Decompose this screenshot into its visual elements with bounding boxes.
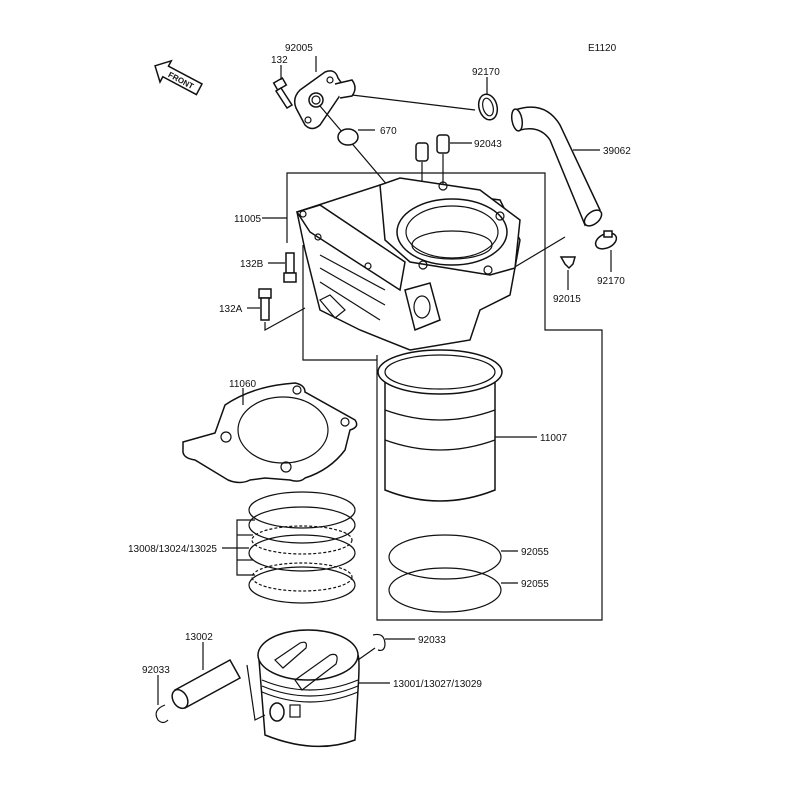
piston-pin-13002 — [171, 642, 266, 721]
callout-92033-left: 92033 — [142, 665, 170, 676]
circlip-92033-left — [155, 675, 169, 724]
callout-13001-13027-13029: 13001/13027/13029 — [393, 679, 482, 690]
callout-670: 670 — [380, 126, 397, 137]
callout-11060: 11060 — [229, 379, 257, 390]
callout-92055-a: 92055 — [521, 547, 549, 558]
callout-92043: 92043 — [474, 139, 502, 150]
cylinder-liner-11007 — [377, 349, 537, 502]
callout-13002: 13002 — [185, 632, 213, 643]
callout-39062: 39062 — [603, 146, 631, 157]
water-fitting-92005 — [293, 56, 476, 201]
callout-13008-13024-13025: 13008/13024/13025 — [128, 544, 217, 555]
callout-11007: 11007 — [540, 433, 568, 444]
cylinder-11005 — [295, 177, 521, 351]
callout-132: 132 — [271, 55, 288, 66]
bolt-132 — [272, 65, 294, 110]
diagram-code: E1120 — [588, 43, 617, 54]
hose-clamp-92170-right — [594, 230, 618, 272]
callout-92170-top: 92170 — [472, 67, 500, 78]
coolant-hose-39062 — [510, 106, 603, 227]
bolt-132a — [247, 288, 306, 332]
piston-rings-13008 — [222, 491, 356, 604]
hose-clamp-92170 — [477, 77, 499, 121]
assembly-bracket — [262, 172, 603, 621]
callout-92055-b: 92055 — [521, 579, 549, 590]
circlip-92033-right — [357, 633, 415, 661]
piston-13001 — [257, 629, 390, 748]
o-rings-92055 — [388, 534, 518, 613]
callout-92005: 92005 — [285, 43, 313, 54]
callout-132b: 132B — [240, 259, 264, 270]
callout-92015: 92015 — [553, 294, 581, 305]
head-gasket-11060 — [182, 382, 358, 484]
o-ring-670 — [337, 128, 375, 146]
front-arrow-icon: FRONT — [154, 59, 204, 96]
callout-11005: 11005 — [234, 214, 262, 225]
callout-132a: 132A — [219, 304, 243, 315]
callout-92033-right: 92033 — [418, 635, 446, 646]
bolt-132b — [268, 252, 297, 283]
callout-92170-right: 92170 — [597, 276, 625, 287]
